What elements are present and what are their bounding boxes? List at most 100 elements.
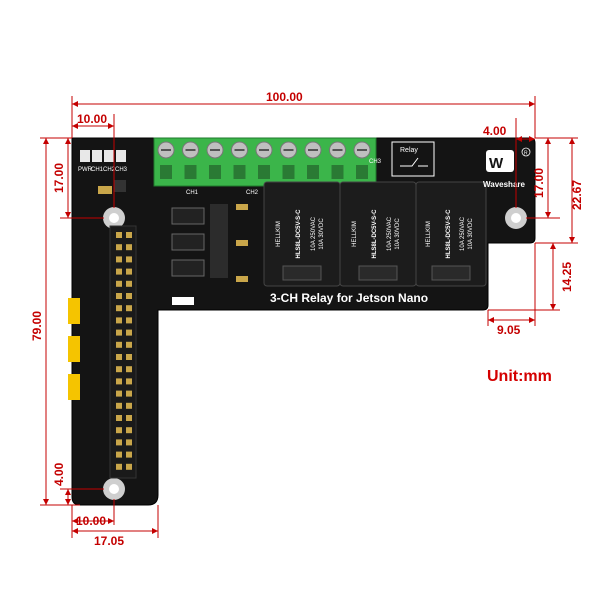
header-pin — [126, 317, 132, 324]
terminal-socket — [233, 165, 246, 179]
header-pin — [126, 256, 132, 263]
dim-right-lower-width: 9.05 — [497, 323, 521, 337]
board-notch — [172, 297, 194, 305]
mounting-hole-top-left — [103, 207, 125, 229]
terminal-socket — [258, 165, 270, 179]
header-pin — [126, 354, 132, 360]
header-pin — [126, 402, 132, 409]
header-pin — [126, 280, 132, 287]
header-pin — [116, 280, 122, 287]
header-pin — [116, 317, 122, 324]
header-pin — [116, 329, 122, 336]
header-pin — [116, 341, 122, 348]
pcb-board: HLS8L-DC5V-S-C 10A 250VAC 10A 30VDC HELL… — [68, 137, 536, 506]
header-pin — [116, 390, 122, 397]
dim-total-height: 79.00 — [30, 311, 44, 341]
led-label-ch3: CH3 — [115, 167, 128, 173]
relay-3-maker: HELLKIM — [426, 221, 432, 247]
header-pin — [116, 463, 122, 470]
header-pin — [126, 378, 132, 385]
relay-1-rating: 10A 250VAC — [311, 216, 317, 251]
unit-label: Unit:mm — [487, 368, 552, 385]
header-pin — [126, 244, 132, 251]
header-pin — [116, 293, 122, 299]
dim-bottom-width-a: 10.00 — [76, 514, 106, 528]
relay-3-rating-b: 10A 30VDC — [468, 218, 474, 250]
dimension-lines — [40, 96, 578, 538]
jumpers — [68, 298, 80, 400]
terminal-socket — [331, 165, 344, 179]
dim-right-offset: 4.00 — [483, 124, 507, 138]
waveshare-logo: W Waveshare R — [483, 147, 531, 189]
header-pin — [116, 354, 122, 360]
relay-silk-label: Relay — [400, 147, 418, 154]
header-pin — [126, 463, 132, 470]
header-pin — [126, 293, 132, 299]
dim-right-lower-height: 14.25 — [560, 262, 574, 292]
dim-right-height-b: 22.67 — [570, 180, 584, 210]
svg-text:W: W — [489, 155, 504, 172]
led-label-ch2: CH2 — [103, 167, 116, 173]
ch1-label: CH1 — [186, 190, 199, 196]
relay-1: HLS8L-DC5V-S-C 10A 250VAC 10A 30VDC HELL… — [263, 181, 341, 287]
terminal-socket — [160, 165, 172, 179]
board-title: 3-CH Relay for Jetson Nano — [270, 291, 428, 305]
brand-name: Waveshare — [483, 180, 526, 189]
header-pin — [116, 378, 122, 385]
relay-2-rating: 10A 250VAC — [387, 216, 393, 251]
header-pin — [116, 402, 122, 409]
header-pin — [116, 232, 122, 238]
relay-3: HLS8L-DC5V-S-C 10A 250VAC 10A 30VDC HELL… — [415, 181, 487, 287]
dim-top-left-height: 17.00 — [52, 163, 66, 193]
terminal-socket — [184, 165, 197, 179]
header-pin — [126, 439, 132, 446]
header-pin — [126, 341, 132, 348]
header-pin — [116, 244, 122, 251]
ch3-label: CH3 — [369, 159, 382, 165]
gpio-header — [109, 225, 137, 479]
header-pin — [126, 232, 132, 238]
ch2-label: CH2 — [246, 190, 259, 196]
relay-1-model: HLS8L-DC5V-S-C — [296, 209, 302, 259]
dim-right-height-a: 17.00 — [532, 168, 546, 198]
relay-2-rating-b: 10A 30VDC — [395, 218, 401, 250]
header-pin — [126, 415, 132, 421]
registered-mark: R — [524, 151, 528, 157]
relay-2-model: HLS8L-DC5V-S-C — [372, 209, 378, 259]
terminal-block — [153, 137, 377, 187]
header-pin — [116, 256, 122, 263]
smd-components — [98, 180, 248, 282]
header-pin — [116, 415, 122, 421]
header-pin — [126, 366, 132, 373]
relay-silk-box: Relay — [391, 141, 435, 177]
header-pin — [126, 451, 132, 458]
header-pin — [116, 305, 122, 312]
relay-3-model: HLS8L-DC5V-S-C — [446, 209, 452, 259]
relay-1-rating-b: 10A 30VDC — [319, 218, 325, 250]
header-pin — [126, 427, 132, 434]
relay-2-maker: HELLKIM — [352, 221, 358, 247]
status-leds: PWR CH1 CH2 CH3 — [78, 150, 128, 173]
mounting-hole-bottom-left — [103, 478, 125, 500]
header-pin — [126, 305, 132, 312]
terminal-socket — [209, 165, 221, 179]
header-pin — [116, 366, 122, 373]
terminal-socket — [307, 165, 319, 179]
terminal-socket — [282, 165, 295, 179]
optocoupler-array — [171, 204, 228, 278]
header-pin — [126, 390, 132, 397]
relay-3-rating: 10A 250VAC — [460, 216, 466, 251]
dim-bottom-height: 4.00 — [52, 462, 66, 486]
header-pin — [126, 329, 132, 336]
led-label-pwr: PWR — [78, 167, 93, 173]
dim-bottom-width-b: 17.05 — [94, 534, 124, 548]
header-pin — [116, 451, 122, 458]
dim-total-width: 100.00 — [266, 90, 303, 104]
relay-1-maker: HELLKIM — [276, 221, 282, 247]
header-pin — [116, 427, 122, 434]
mounting-hole-top-right — [505, 207, 527, 229]
led-label-ch1: CH1 — [91, 167, 104, 173]
dim-left-width: 10.00 — [77, 112, 107, 126]
header-pin — [116, 439, 122, 446]
